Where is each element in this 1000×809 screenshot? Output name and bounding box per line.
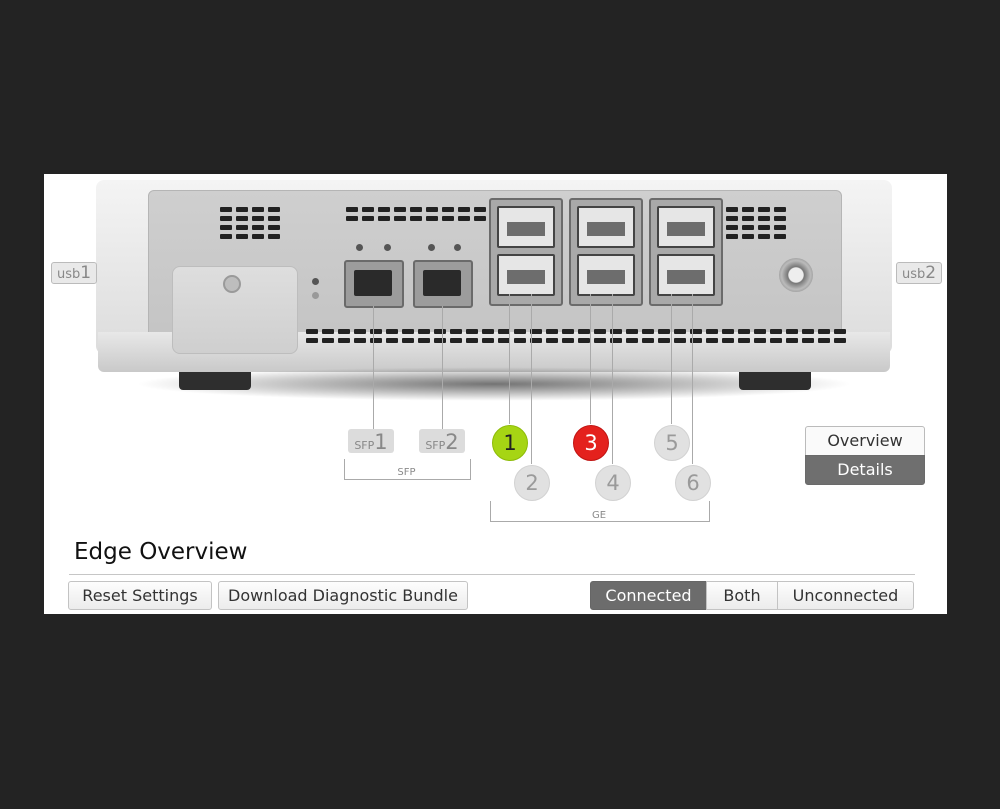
usb-1-prefix: usb	[57, 267, 81, 282]
sfp-led	[356, 244, 363, 251]
sfp-1-number: 1	[374, 430, 388, 454]
ge-port-4-badge[interactable]: 4	[595, 465, 631, 501]
ge-port-pair-3-4	[569, 198, 643, 306]
vent-grille	[306, 329, 846, 343]
sfp-port-2-socket[interactable]	[413, 260, 473, 308]
rj45-port-3-socket[interactable]	[577, 206, 635, 248]
overview-view-button[interactable]: Overview	[805, 426, 925, 456]
status-led	[312, 278, 319, 285]
filter-connected-button[interactable]: Connected	[590, 581, 707, 610]
console-port-icon	[779, 258, 813, 292]
ge-4-connector	[612, 294, 613, 464]
rj45-port-4-socket[interactable]	[577, 254, 635, 296]
sfp-1-connector	[373, 306, 374, 429]
device-shadow	[134, 367, 854, 401]
sfp-led	[384, 244, 391, 251]
rj45-port-5-socket[interactable]	[657, 206, 715, 248]
sfp-port-1-label[interactable]: SFP1	[348, 429, 394, 454]
sfp-group-bracket	[344, 459, 471, 480]
ge-1-connector	[509, 294, 510, 424]
usb-2-number: 2	[925, 263, 937, 283]
edge-panel: usb1 usb2 SFP1 SFP2 SFP 1 2 3 4 5 6 GE O…	[44, 174, 947, 614]
details-view-button[interactable]: Details	[805, 455, 925, 485]
vent-grille	[726, 207, 786, 239]
ge-5-connector	[671, 294, 672, 424]
sfp-led	[454, 244, 461, 251]
usb-2-prefix: usb	[902, 267, 926, 282]
filter-unconnected-button[interactable]: Unconnected	[777, 581, 914, 610]
ge-group-label: GE	[591, 510, 607, 521]
rj45-port-2-socket[interactable]	[497, 254, 555, 296]
sfp-2-connector	[442, 306, 443, 429]
screw-icon	[223, 275, 241, 293]
download-diagnostic-bundle-button[interactable]: Download Diagnostic Bundle	[218, 581, 468, 610]
ge-port-pair-1-2	[489, 198, 563, 306]
sfp-group-label: SFP	[397, 467, 416, 478]
device-foot-left	[179, 372, 251, 390]
sfp-2-number: 2	[445, 430, 459, 454]
ge-port-pair-5-6	[649, 198, 723, 306]
vent-grille	[346, 207, 486, 221]
ge-port-1-badge[interactable]: 1	[492, 425, 528, 461]
sfp-2-prefix: SFP	[425, 439, 446, 452]
device-foot-right	[739, 372, 811, 390]
sfp-led	[428, 244, 435, 251]
usb-2-label[interactable]: usb2	[896, 262, 943, 284]
vent-grille	[220, 207, 280, 239]
reset-settings-button[interactable]: Reset Settings	[68, 581, 212, 610]
ge-port-2-badge[interactable]: 2	[514, 465, 550, 501]
ge-port-6-badge[interactable]: 6	[675, 465, 711, 501]
rj45-port-1-socket[interactable]	[497, 206, 555, 248]
power-module	[172, 266, 298, 354]
ge-port-3-badge[interactable]: 3	[573, 425, 609, 461]
ge-6-connector	[692, 294, 693, 464]
ge-group-bracket	[490, 501, 710, 522]
sfp-1-prefix: SFP	[354, 439, 375, 452]
ge-3-connector	[590, 294, 591, 424]
usb-1-number: 1	[80, 263, 92, 283]
sfp-port-1-socket[interactable]	[344, 260, 404, 308]
ge-port-5-badge[interactable]: 5	[654, 425, 690, 461]
rj45-port-6-socket[interactable]	[657, 254, 715, 296]
filter-both-button[interactable]: Both	[706, 581, 778, 610]
status-led	[312, 292, 319, 299]
usb-1-label[interactable]: usb1	[51, 262, 98, 284]
page-title: Edge Overview	[74, 539, 248, 565]
title-divider	[69, 574, 915, 575]
ge-2-connector	[531, 294, 532, 464]
sfp-port-2-label[interactable]: SFP2	[419, 429, 465, 454]
